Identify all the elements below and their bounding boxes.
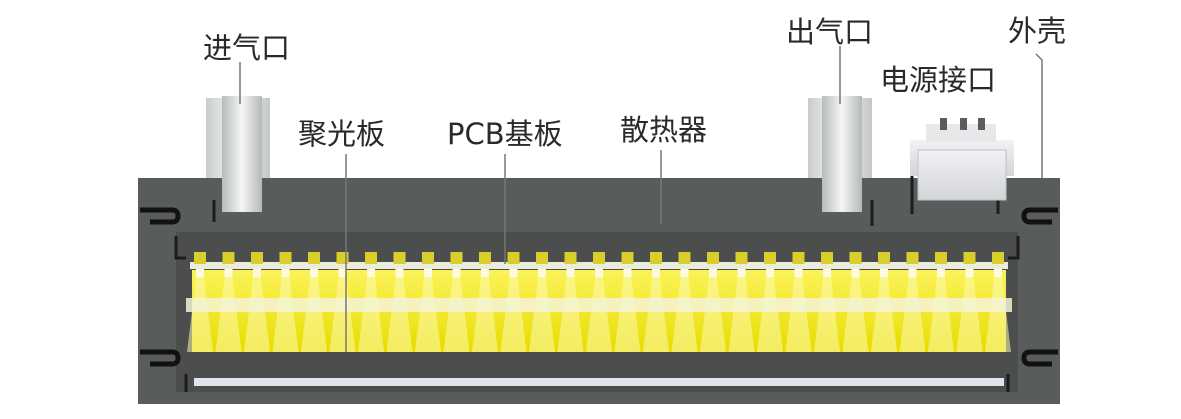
led-chip	[849, 252, 862, 264]
outlet-fitting	[808, 96, 872, 212]
led-chip	[365, 252, 377, 264]
led-chip	[507, 252, 520, 264]
led-chips	[194, 252, 1004, 277]
led-chip	[194, 252, 206, 264]
led-chip	[450, 252, 463, 264]
led-chip	[621, 252, 634, 264]
led-emitter	[196, 269, 204, 277]
bottom-glass	[194, 378, 1004, 386]
led-emitter	[224, 269, 233, 277]
led-chip	[393, 252, 406, 264]
led-emitter	[880, 269, 888, 277]
led-emitter	[424, 269, 432, 277]
led-chip	[821, 252, 833, 264]
outlet-label: 出气口	[786, 15, 874, 49]
left-clips	[140, 207, 181, 367]
led-emitter	[310, 269, 318, 277]
led-chip	[792, 252, 805, 264]
inlet-label: 进气口	[203, 31, 291, 65]
led-emitter	[595, 269, 603, 277]
led-emitter	[737, 269, 746, 277]
led-chip	[536, 252, 548, 264]
led-emitter	[395, 269, 404, 277]
power-port-label: 电源接口	[880, 63, 997, 97]
led-chip	[992, 252, 1004, 264]
lens-plate-label: 聚光板	[298, 117, 386, 151]
led-chip	[963, 252, 976, 264]
led-rays	[187, 270, 1011, 352]
led-emitter	[509, 269, 518, 277]
led-emitter	[481, 269, 489, 277]
lens-plate	[186, 298, 1012, 312]
led-chip	[764, 252, 776, 264]
led-chip	[650, 252, 662, 264]
led-emitter	[994, 269, 1002, 277]
led-chip	[735, 252, 748, 264]
led-chip	[906, 252, 919, 264]
inlet-fitting	[206, 96, 270, 212]
led-emitter	[965, 269, 974, 277]
led-emitter	[937, 269, 945, 277]
shell-label: 外壳	[1008, 14, 1067, 48]
led-emitter	[851, 269, 860, 277]
led-chip	[222, 252, 235, 264]
led-emitter	[566, 269, 575, 277]
led-emitter	[367, 269, 375, 277]
led-chip	[878, 252, 890, 264]
led-emitter	[680, 269, 689, 277]
led-chip	[707, 252, 719, 264]
led-chip	[935, 252, 947, 264]
led-emitter	[709, 269, 717, 277]
led-chip	[593, 252, 605, 264]
led-emitter	[623, 269, 632, 277]
led-emitter	[281, 269, 290, 277]
led-emitter	[253, 269, 261, 277]
led-chip	[308, 252, 320, 264]
led-emitter	[908, 269, 917, 277]
right-clips	[1021, 207, 1058, 367]
pcb-label: PCB基板	[447, 117, 563, 151]
led-emitter	[794, 269, 803, 277]
led-chip	[251, 252, 263, 264]
led-emitter	[823, 269, 831, 277]
leader-lines	[239, 46, 1043, 352]
power-connector	[910, 118, 1014, 201]
heatsink-label: 散热器	[620, 113, 708, 147]
led-chip	[564, 252, 577, 264]
led-emitter	[538, 269, 546, 277]
led-emitter	[652, 269, 660, 277]
led-chip	[479, 252, 491, 264]
led-chip	[422, 252, 434, 264]
led-emitter	[338, 269, 347, 277]
pcb-board	[190, 262, 1008, 269]
led-chip	[279, 252, 292, 264]
led-emitter	[766, 269, 774, 277]
led-emitter	[452, 269, 461, 277]
led-chip	[678, 252, 691, 264]
